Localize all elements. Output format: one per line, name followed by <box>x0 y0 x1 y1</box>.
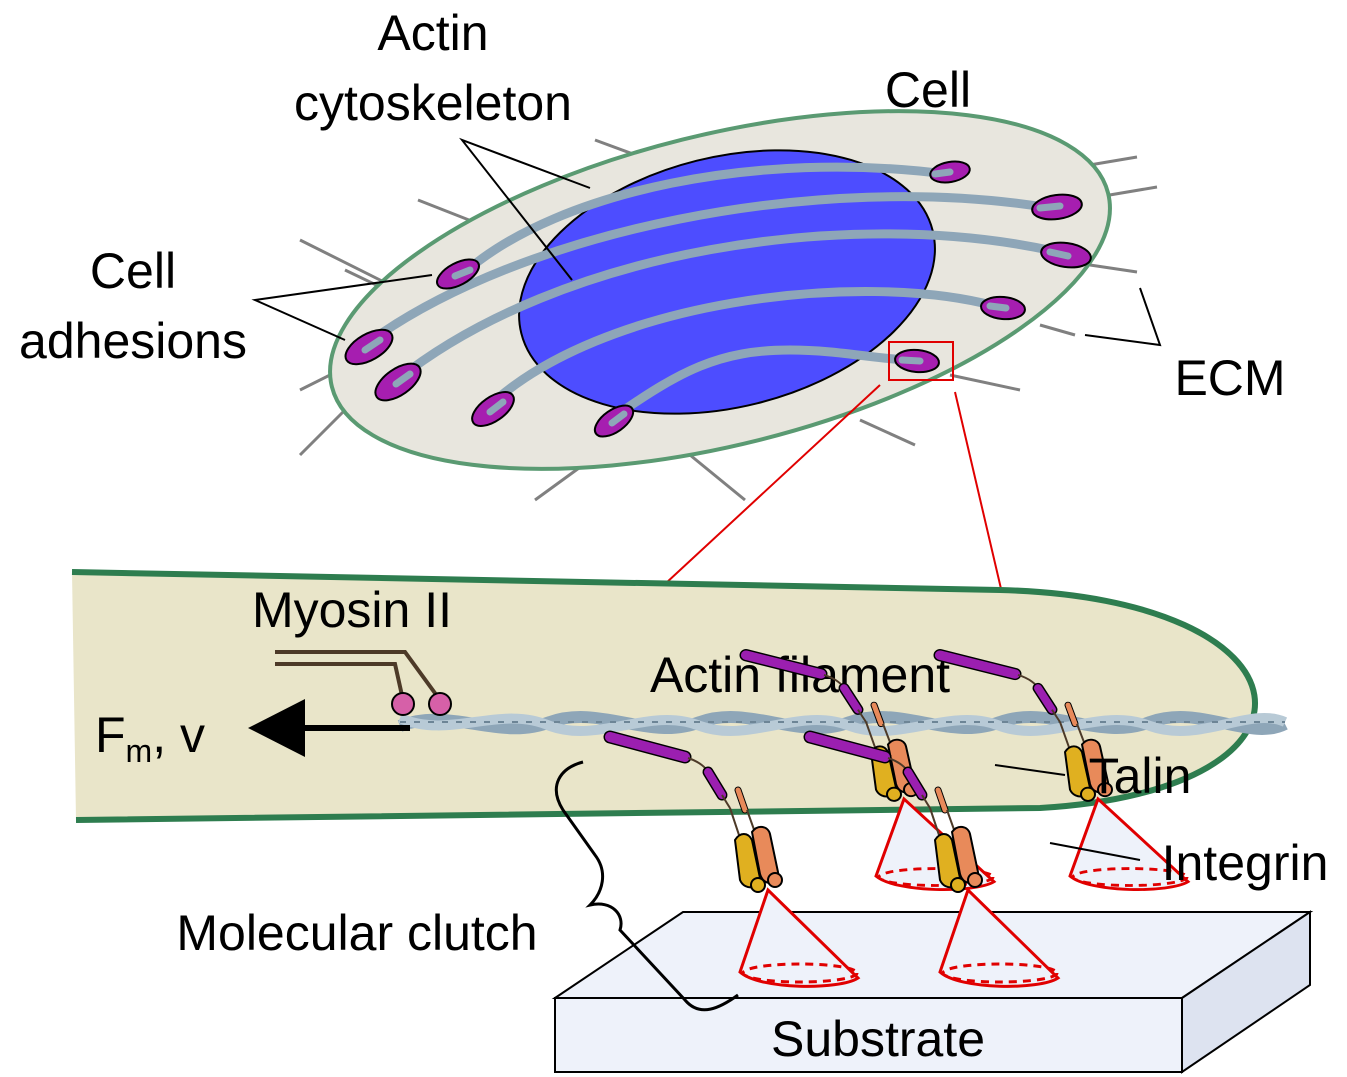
fiber-ends <box>361 168 1072 427</box>
label-force-tail: , v <box>152 707 205 763</box>
integrin-leader <box>1049 842 1141 861</box>
label-talin: Talin <box>1089 748 1192 804</box>
molecular-clutch-1 <box>603 730 861 988</box>
myosin-head-2 <box>428 692 452 716</box>
label-cell-adhesions-2: adhesions <box>19 313 247 369</box>
actin-filament <box>397 711 1288 736</box>
label-force: Fm, v <box>95 707 205 769</box>
label-ecm: ECM <box>1174 350 1285 406</box>
myosin-ii <box>275 650 442 702</box>
top-leader-lines <box>251 137 1162 347</box>
myosin-head-1 <box>391 692 415 716</box>
label-substrate: Substrate <box>771 1011 985 1067</box>
stress-fibers <box>360 162 1063 425</box>
label-cell: Cell <box>885 62 971 118</box>
label-cell-adhesions-1: Cell <box>90 243 176 299</box>
cell-edge-zoom <box>71 569 1258 823</box>
label-myosin: Myosin II <box>252 582 452 638</box>
label-actin-cytoskeleton-1: Actin <box>377 5 488 61</box>
talin-leader <box>994 764 1066 776</box>
label-integrin: Integrin <box>1162 835 1329 891</box>
label-actin-cytoskeleton-2: cytoskeleton <box>294 75 572 131</box>
force-arrow <box>248 699 410 757</box>
label-force-main: F <box>95 707 126 763</box>
label-molecular-clutch: Molecular clutch <box>176 905 537 961</box>
zoom-box <box>888 341 954 381</box>
label-force-subscript: m <box>126 733 153 769</box>
molecular-clutch-brace <box>554 760 739 1012</box>
